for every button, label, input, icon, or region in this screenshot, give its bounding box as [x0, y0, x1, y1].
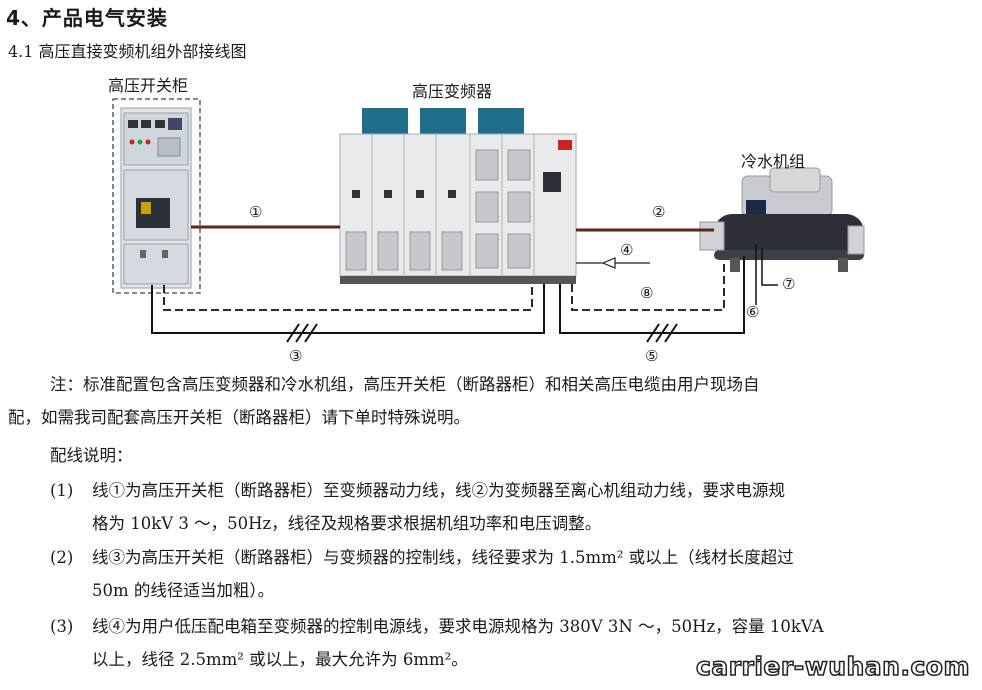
marker-5: ⑤: [645, 347, 659, 365]
marker-3: ③: [289, 347, 303, 365]
wiring-item-1-line-1: 线①为高压开关柜（断路器柜）至变频器动力线，线②为变频器至离心机组动力线，要求电…: [92, 481, 785, 500]
note-line-1: 注：标准配置包含高压变频器和冷水机组，高压开关柜（断路器柜）和相关高压电缆由用户…: [50, 375, 760, 394]
switchgear-label: 高压开关柜: [108, 76, 189, 95]
vfd-icon: [339, 108, 577, 284]
marker-6: ⑥: [746, 303, 760, 321]
wiring-item-1-line-2: 格为 10kV 3 ～，50Hz，线径及规格要求根据机组功率和电压调整。: [92, 514, 602, 533]
switchgear-icon: [120, 107, 192, 289]
wiring-item-3-num: (3): [50, 617, 74, 636]
wiring-item-3-line-2: 以上，线径 2.5mm² 或以上，最大允许为 6mm²。: [92, 650, 468, 669]
wiring-item-2-line-1: 线③为高压开关柜（断路器柜）与变频器的控制线，线径要求为 1.5mm² 或以上（…: [92, 548, 794, 567]
wiring-item-2-line-2: 50m 的线径适当加粗）。: [92, 581, 275, 600]
vfd-label: 高压变频器: [412, 82, 493, 101]
marker-4: ④: [620, 241, 634, 259]
wiring-heading: 配线说明：: [50, 446, 133, 465]
marker-2: ②: [652, 203, 666, 221]
section-title: 4、产品电气安装: [6, 6, 168, 30]
chiller-icon: [699, 167, 865, 272]
note-line-2: 配，如需我司配套高压开关柜（断路器柜）请下单时特殊说明。: [8, 408, 470, 427]
wiring-item-3-line-1: 线④为用户低压配电箱至变频器的控制电源线，要求电源规格为 380V 3N ～，5…: [92, 617, 824, 636]
wiring-diagram: [112, 98, 865, 343]
subsection-title: 4.1 高压直接变频机组外部接线图: [8, 42, 247, 61]
wiring-item-2-num: (2): [50, 548, 74, 567]
chiller-label: 冷水机组: [741, 152, 806, 171]
marker-7: ⑦: [782, 275, 796, 293]
watermark: carrier-wuhan.com: [695, 651, 970, 682]
wiring-item-1-num: (1): [50, 481, 74, 500]
switchgear-frame: [112, 98, 201, 294]
marker-1: ①: [249, 203, 263, 221]
marker-8: ⑧: [640, 284, 654, 302]
